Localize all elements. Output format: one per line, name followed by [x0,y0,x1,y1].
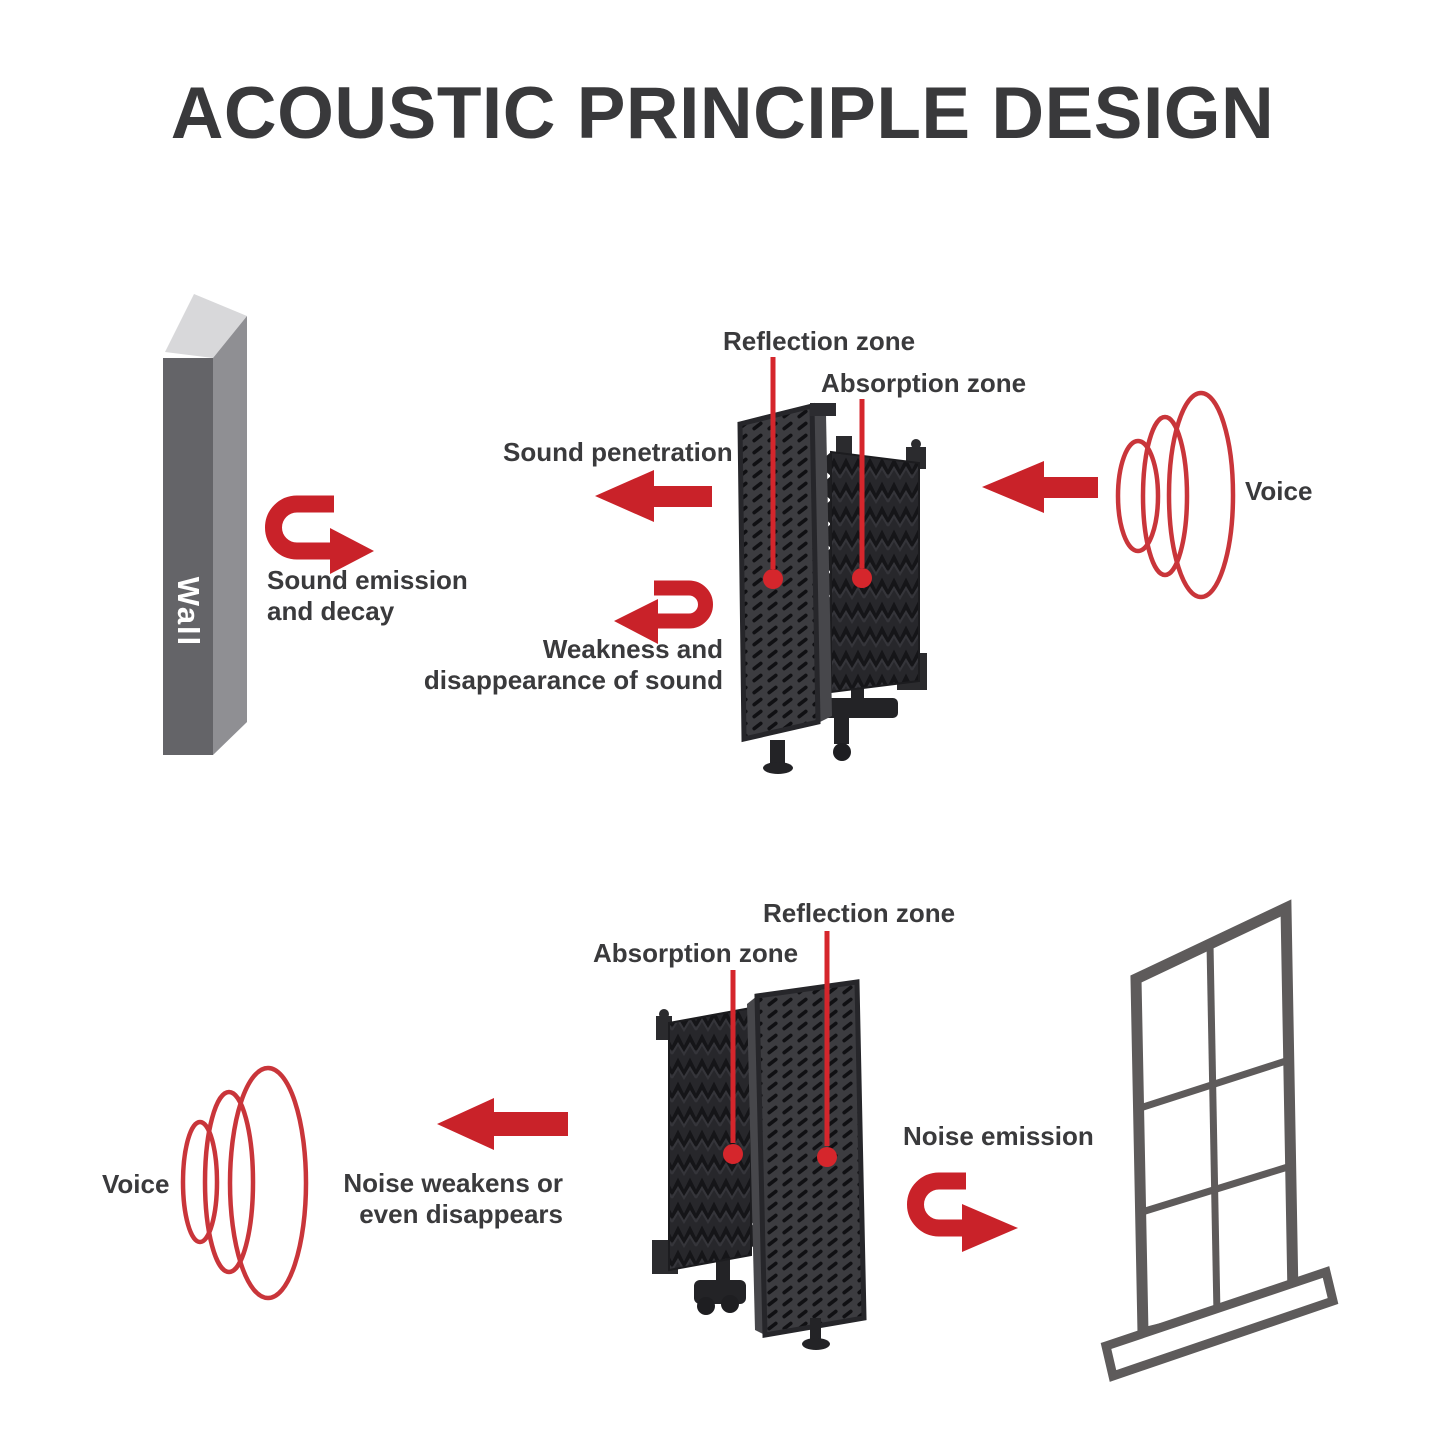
weakness-line1: Weakness and [542,634,723,664]
noise-weakens-arrow-icon [437,1098,568,1150]
absorption-zone-label-top: Absorption zone [821,368,1027,398]
sound-emission-label: Sound emission and decay [267,565,468,627]
voice-waves-bottom-icon [180,1065,309,1301]
window-graphic [1100,899,1339,1382]
isolation-shield-top [737,402,927,774]
reflection-zone-pointer-bottom [817,931,837,1167]
absorption-zone-label-bottom: Absorption zone [593,938,799,968]
page-title: ACOUSTIC PRINCIPLE DESIGN [170,73,1275,154]
weakness-uturn-arrow-icon [614,580,713,644]
noise-weakens-line2: even disappears [359,1199,563,1229]
weakness-label: Weakness and disappearance of sound [424,634,723,696]
noise-weakens-line1: Noise weakens or [343,1168,563,1198]
weakness-line2: disappearance of sound [423,665,723,695]
reflection-zone-label-bottom: Reflection zone [763,898,956,928]
sound-emission-line2: and decay [267,596,395,626]
wall-graphic [163,294,247,755]
reflection-zone-label-top: Reflection zone [723,326,916,356]
sound-penetration-arrow-icon [595,470,712,522]
voice-waves-top-icon [1115,390,1236,600]
sound-penetration-label: Sound penetration [503,437,733,467]
wall-label: Wall [171,576,206,648]
noise-weakens-label: Noise weakens or even disappears [343,1168,563,1230]
reflection-zone-pointer-top [763,357,783,589]
noise-emission-uturn-arrow-icon [907,1172,1018,1252]
noise-emission-label: Noise emission [903,1121,1094,1151]
isolation-shield-bottom [652,979,867,1350]
voice-arrow-top-icon [982,461,1098,513]
sound-emission-line1: Sound emission [267,565,468,595]
absorption-zone-pointer-bottom [723,970,743,1164]
voice-label-top: Voice [1245,476,1313,506]
sound-emission-uturn-arrow-icon [265,495,374,574]
voice-label-bottom: Voice [102,1169,170,1199]
absorption-zone-pointer-top [852,399,872,588]
